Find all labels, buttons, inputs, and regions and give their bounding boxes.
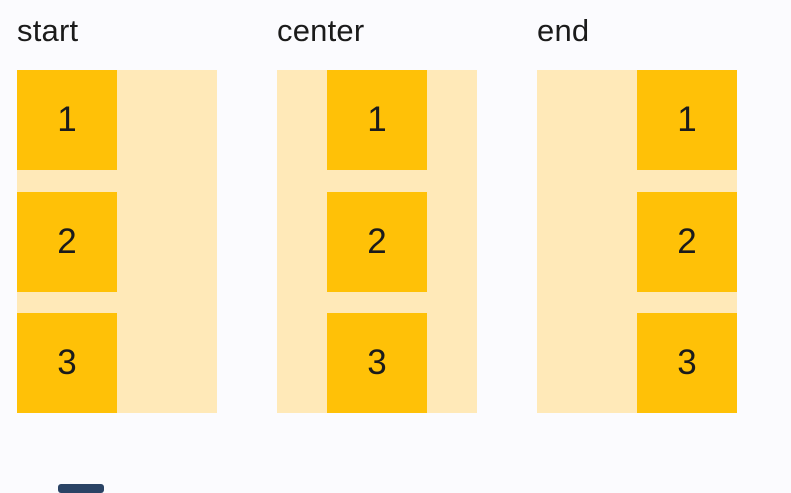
flex-item: 1 xyxy=(327,70,427,170)
alignment-demo-stage: start 1 2 3 center 1 2 3 end 1 2 3 xyxy=(17,12,737,413)
alignment-group-center: center 1 2 3 xyxy=(277,12,477,413)
flex-item: 2 xyxy=(17,191,117,292)
group-label-center: center xyxy=(277,13,365,48)
flex-item: 3 xyxy=(17,313,117,413)
flex-container-center: 1 2 3 xyxy=(277,70,477,413)
alignment-group-end: end 1 2 3 xyxy=(537,12,737,413)
flex-container-start: 1 2 3 xyxy=(17,70,217,413)
group-label-end: end xyxy=(537,13,590,48)
flex-item: 2 xyxy=(327,191,427,292)
flex-item: 3 xyxy=(327,313,427,413)
flex-item: 2 xyxy=(637,191,737,292)
flex-item: 3 xyxy=(637,313,737,413)
flex-item: 1 xyxy=(17,70,117,170)
flex-item: 1 xyxy=(637,70,737,170)
alignment-group-start: start 1 2 3 xyxy=(17,12,217,413)
flex-container-end: 1 2 3 xyxy=(537,70,737,413)
group-label-start: start xyxy=(17,13,79,48)
scrollbar-thumb[interactable] xyxy=(58,484,104,493)
